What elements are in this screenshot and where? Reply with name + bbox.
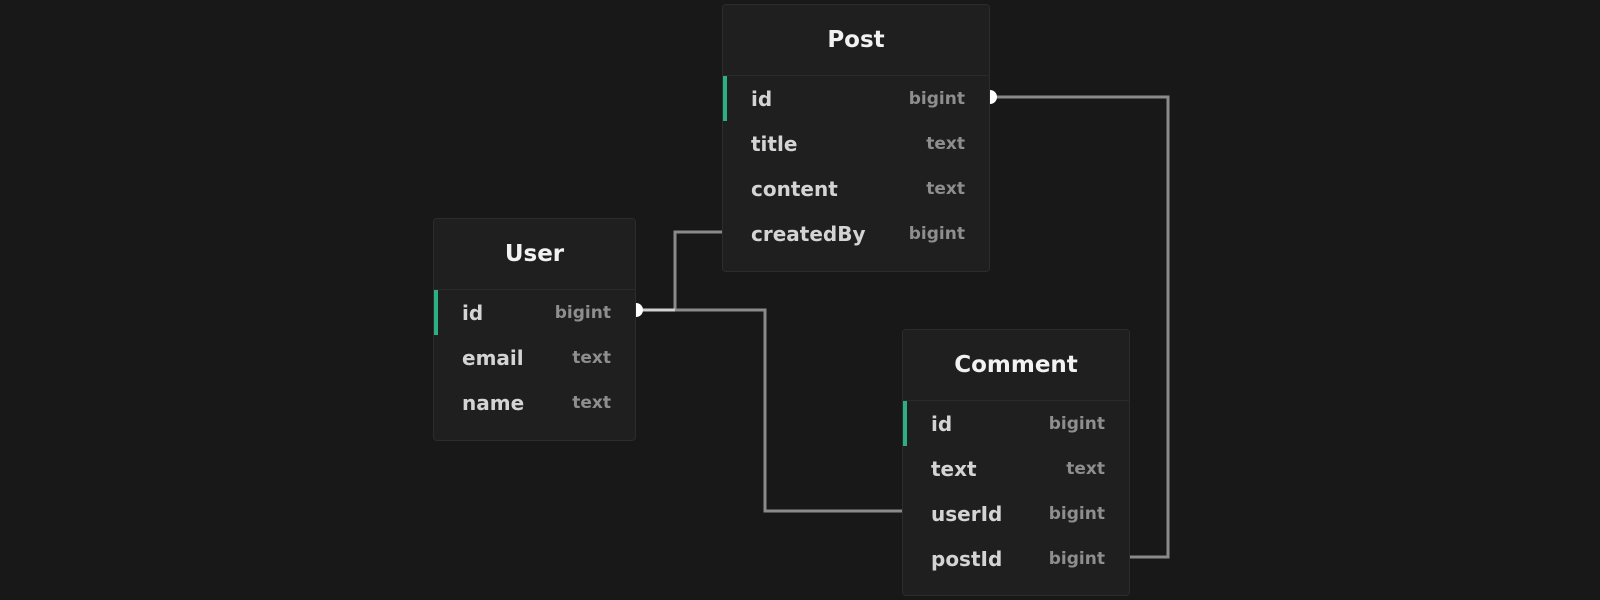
column-row-user-email[interactable]: email text — [434, 335, 635, 380]
table-post[interactable]: Post id bigint title text content text c… — [722, 4, 990, 272]
column-row-post-content[interactable]: content text — [723, 166, 989, 211]
edge-post-createdby-to-user-id — [637, 230, 722, 312]
column-row-post-createdby[interactable]: createdBy bigint — [723, 211, 989, 256]
column-type: text — [926, 178, 965, 199]
table-comment[interactable]: Comment id bigint text text userId bigin… — [902, 329, 1130, 596]
column-type: bigint — [554, 302, 611, 323]
column-name: id — [462, 300, 484, 325]
column-row-comment-text[interactable]: text text — [903, 446, 1129, 491]
table-user[interactable]: User id bigint email text name text — [433, 218, 636, 441]
column-row-comment-userid[interactable]: userId bigint — [903, 491, 1129, 536]
column-type: text — [926, 133, 965, 154]
column-row-post-id[interactable]: id bigint — [723, 76, 989, 121]
edge-comment-userid-to-user-id — [637, 308, 902, 513]
column-row-comment-id[interactable]: id bigint — [903, 401, 1129, 446]
column-type: bigint — [1048, 503, 1105, 524]
column-name: email — [462, 345, 524, 370]
column-type: bigint — [908, 88, 965, 109]
column-type: text — [1066, 458, 1105, 479]
table-post-title: Post — [723, 5, 989, 76]
column-name: title — [751, 131, 798, 156]
column-type: bigint — [908, 223, 965, 244]
column-row-user-name[interactable]: name text — [434, 380, 635, 425]
column-row-post-title[interactable]: title text — [723, 121, 989, 166]
column-type: bigint — [1048, 413, 1105, 434]
table-user-title: User — [434, 219, 635, 290]
column-name: id — [751, 86, 773, 111]
column-name: postId — [931, 546, 1003, 571]
column-row-comment-postid[interactable]: postId bigint — [903, 536, 1129, 581]
column-name: createdBy — [751, 221, 866, 246]
column-name: userId — [931, 501, 1003, 526]
column-type: text — [572, 347, 611, 368]
column-type: bigint — [1048, 548, 1105, 569]
column-name: id — [931, 411, 953, 436]
column-name: content — [751, 176, 838, 201]
column-name: text — [931, 456, 977, 481]
table-comment-title: Comment — [903, 330, 1129, 401]
column-name: name — [462, 390, 525, 415]
column-type: text — [572, 392, 611, 413]
column-row-user-id[interactable]: id bigint — [434, 290, 635, 335]
